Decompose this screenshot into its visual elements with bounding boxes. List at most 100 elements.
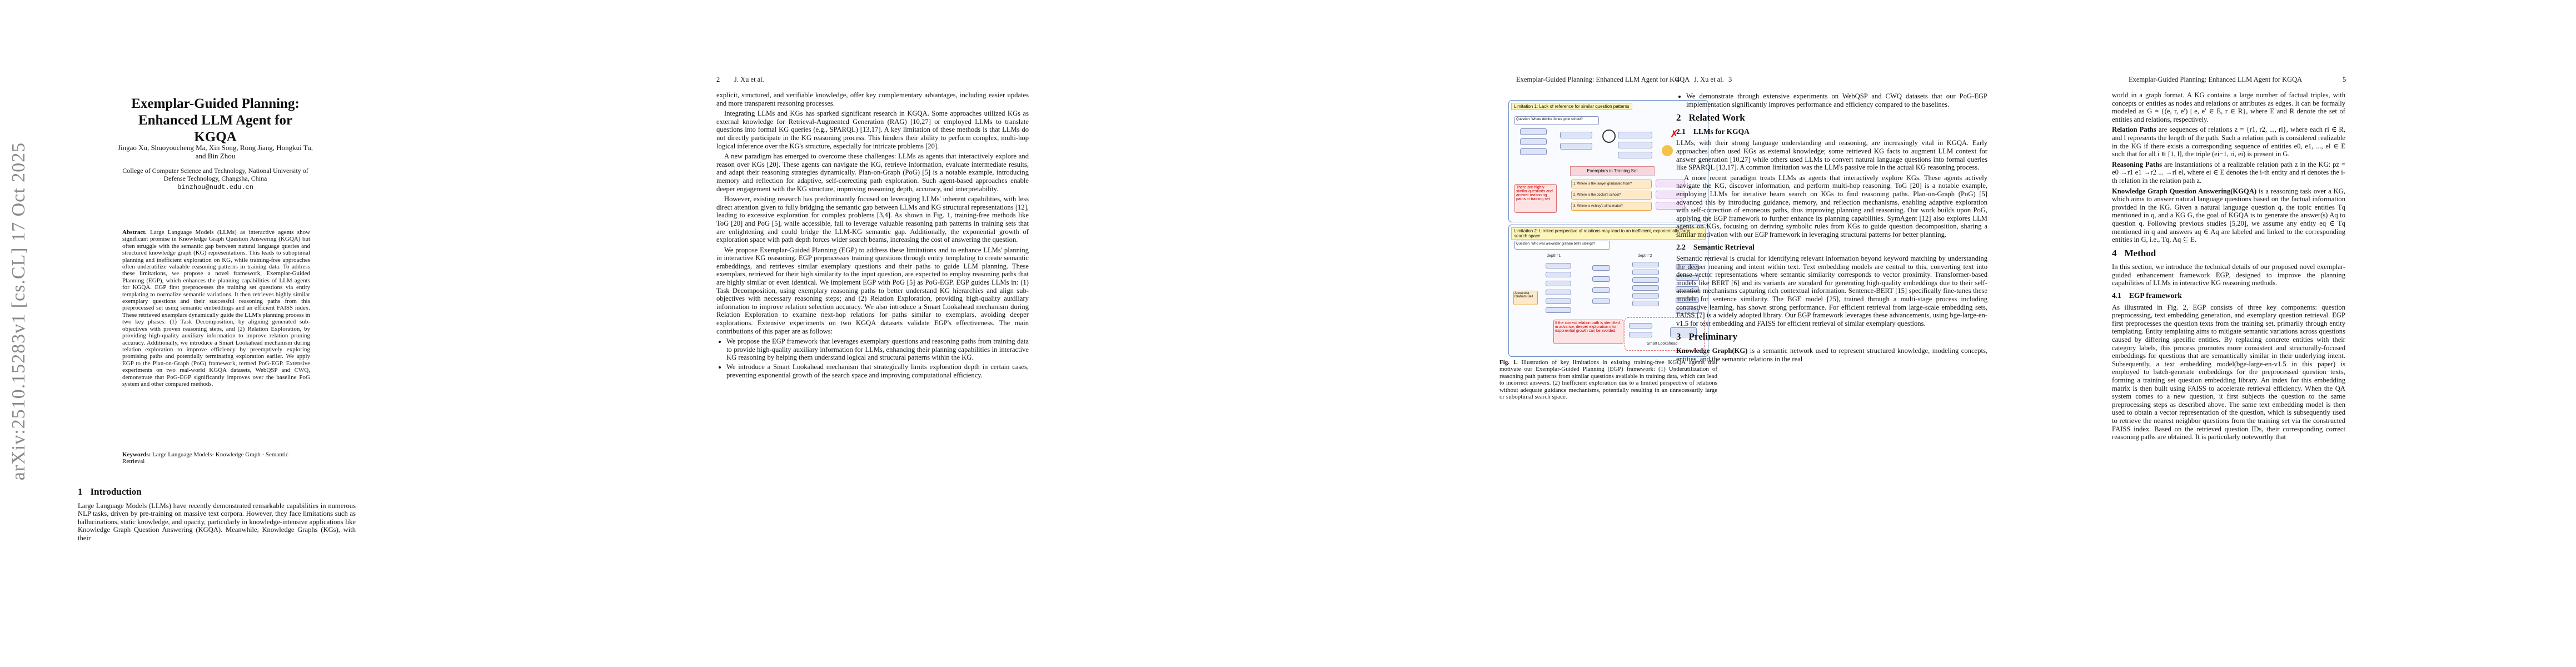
relation-node bbox=[1546, 263, 1571, 268]
paragraph: In this section, we introduce the techni… bbox=[2112, 263, 2345, 287]
limitation-2-note: If the correct relation path is identifi… bbox=[1553, 320, 1623, 344]
page-number: 3 bbox=[1728, 76, 1732, 83]
contribution-list: We demonstrate through extensive experim… bbox=[1676, 92, 1987, 108]
relation-node bbox=[1629, 332, 1652, 337]
question-box-1: Question: Where did the Jones go to scho… bbox=[1514, 116, 1599, 125]
figure-panel-limitation-1: Limitation 1: Lack of reference for simi… bbox=[1508, 100, 1708, 222]
relation-node bbox=[1546, 290, 1571, 295]
paper-page-4-body: 4 J. Xu et al. We demonstrate through ex… bbox=[1676, 0, 2320, 667]
page-number: 5 bbox=[2343, 76, 2346, 83]
paragraph: However, existing research has predomina… bbox=[716, 195, 1029, 244]
keywords-label: Keywords: bbox=[122, 451, 151, 458]
paper-page-2: 2 J. Xu et al. explicit, structured, and… bbox=[644, 0, 1288, 667]
relation-node bbox=[1632, 285, 1659, 291]
paragraph: Knowledge Graph Question Answering(KGQA)… bbox=[2112, 187, 2345, 244]
smart-lookahead-label: Smart Lookahead bbox=[1647, 342, 1678, 346]
kg-node bbox=[1618, 132, 1652, 138]
abstract: Abstract. Large Language Models (LLMs) a… bbox=[122, 229, 310, 387]
cross-icon: ✗ bbox=[1670, 128, 1679, 140]
affiliation: College of Computer Science and Technolo… bbox=[122, 167, 308, 182]
paragraph: A new paradigm has emerged to overcome t… bbox=[716, 152, 1029, 193]
paragraph: Semantic retrieval is crucial for identi… bbox=[1676, 255, 1987, 327]
paper-page-1: arXiv:2510.15283v1 [cs.CL] 17 Oct 2025 E… bbox=[0, 0, 644, 667]
kg-node bbox=[1560, 132, 1592, 138]
figure-panel-limitation-2: Limitation 2: Limited perspective of rel… bbox=[1508, 225, 1708, 357]
relation-node bbox=[1676, 264, 1699, 270]
paper-page-3: Exemplar-Guided Planning: Enhanced LLM A… bbox=[1288, 0, 1932, 667]
relation-node bbox=[1592, 287, 1610, 293]
path-node bbox=[1656, 191, 1685, 198]
path-node bbox=[1656, 202, 1685, 210]
kg-node bbox=[1618, 152, 1652, 158]
running-head: Exemplar-Guided Planning: Enhanced LLM A… bbox=[1516, 76, 1690, 83]
caption-label: Fig. 1. bbox=[1499, 359, 1518, 366]
figure-caption: Fig. 1. Illustration of key limitations … bbox=[1499, 359, 1717, 400]
abstract-label: Abstract. bbox=[122, 229, 147, 236]
kg-node bbox=[1520, 128, 1547, 135]
caption-text: Illustration of key limitations in exist… bbox=[1499, 359, 1717, 401]
limitation-2-title: Limitation 2: Limited perspective of rel… bbox=[1511, 227, 1706, 240]
agent-face-icon bbox=[1662, 145, 1673, 156]
depth-1-label: depth=1 bbox=[1547, 254, 1561, 258]
paragraph: LLMs, with their strong language underst… bbox=[1676, 139, 1987, 172]
paragraph: We propose Exemplar-Guided Planning (EGP… bbox=[716, 246, 1029, 335]
paragraph: explicit, structured, and verifiable kno… bbox=[716, 91, 1029, 107]
page-number: 4 bbox=[1676, 76, 1680, 83]
relation-node bbox=[1592, 265, 1610, 271]
paper-page-5-body: Exemplar-Guided Planning: Enhanced LLM A… bbox=[2112, 0, 2576, 667]
page-number: 2 bbox=[716, 76, 720, 83]
relation-node bbox=[1632, 293, 1659, 298]
authors: Jingao Xu, Shuoyoucheng Ma, Xin Song, Ro… bbox=[117, 143, 313, 160]
relation-node bbox=[1546, 281, 1571, 286]
running-head: Exemplar-Guided Planning: Enhanced LLM A… bbox=[2129, 76, 2303, 83]
relation-node bbox=[1632, 270, 1659, 275]
paragraph: world in a graph format. A KG contains a… bbox=[2112, 91, 2345, 123]
figure-1: Limitation 1: Lack of reference for simi… bbox=[1508, 100, 1708, 357]
exemplars-label: Exemplars in Training Set bbox=[1570, 166, 1655, 176]
running-head: J. Xu et al. bbox=[734, 76, 764, 83]
exemplar-item: 3. Where is Ashley's alma mater? bbox=[1571, 202, 1652, 211]
paragraph: A more recent paradigm treats LLMs as ag… bbox=[1676, 173, 1987, 238]
relation-node bbox=[1546, 298, 1571, 304]
keywords-text: Large Language Models· Knowledge Graph ·… bbox=[122, 451, 288, 465]
question-box-2: Question: Who was alexander graham bell'… bbox=[1514, 241, 1610, 250]
email[interactable]: binzhou@nudt.edu.cn bbox=[177, 183, 253, 191]
running-head: J. Xu et al. bbox=[1694, 76, 1724, 83]
page4-body: We demonstrate through extensive experim… bbox=[1676, 91, 1987, 365]
abstract-text: Large Language Models (LLMs) as interact… bbox=[122, 229, 311, 387]
relation-node bbox=[1546, 307, 1571, 313]
relation-node bbox=[1676, 308, 1699, 314]
relation-node bbox=[1546, 272, 1571, 277]
paragraph: Knowledge Graph(KG) is a semantic networ… bbox=[1676, 347, 1987, 363]
paragraph: As illustrated in Fig. 2, EGP consists o… bbox=[2112, 303, 2345, 441]
list-item: We propose the EGP framework that levera… bbox=[726, 337, 1029, 362]
paper-title: Exemplar-Guided Planning: Enhanced LLM A… bbox=[131, 96, 300, 145]
relation-node bbox=[1629, 323, 1652, 328]
kg-node bbox=[1520, 148, 1547, 155]
keywords: Keywords: Large Language Models· Knowled… bbox=[122, 451, 310, 465]
kg-node bbox=[1560, 143, 1592, 150]
paragraph: Relation Paths are sequences of relation… bbox=[2112, 126, 2345, 158]
entity-node: Alexander Graham Bell bbox=[1513, 291, 1538, 305]
path-node bbox=[1656, 180, 1685, 187]
relation-node bbox=[1676, 275, 1699, 281]
depth-2-label: depth=2 bbox=[1638, 254, 1652, 258]
paragraph: Integrating LLMs and KGs has sparked sig… bbox=[716, 109, 1029, 150]
relation-node bbox=[1592, 276, 1610, 282]
page5-body: world in a graph format. A KG contains a… bbox=[2112, 91, 2345, 444]
intro-paragraph: Large Language Models (LLMs) have recent… bbox=[78, 501, 356, 542]
relation-node bbox=[1592, 298, 1610, 304]
contribution-list: We propose the EGP framework that levera… bbox=[716, 337, 1029, 379]
arxiv-stamp: arXiv:2510.15283v1 [cs.CL] 17 Oct 2025 bbox=[8, 142, 29, 481]
relation-node bbox=[1632, 301, 1659, 306]
relation-node bbox=[1632, 262, 1659, 267]
question-text: Question: Who was alexander graham bell'… bbox=[1516, 242, 1596, 246]
paper-page-4 bbox=[1932, 0, 2576, 667]
relation-node bbox=[1676, 297, 1699, 303]
